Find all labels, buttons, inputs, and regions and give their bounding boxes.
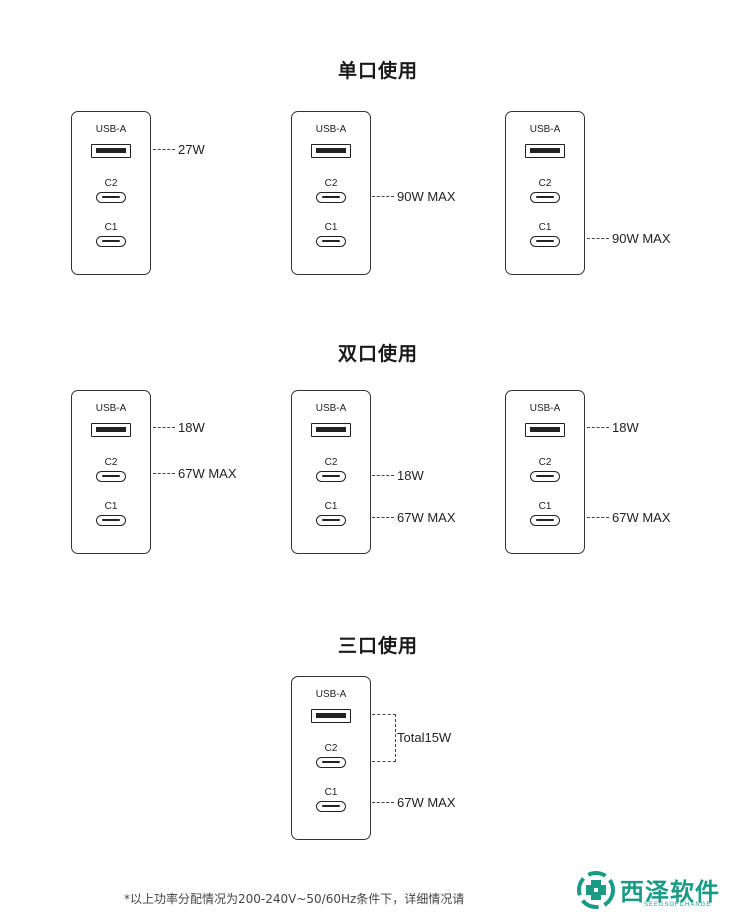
charger-diagram: USB-A C2 C1 [291,390,371,554]
port-label-c1: C1 [538,222,552,233]
callout-c1: 67W MAX [372,510,456,525]
section-title-single-port: 单口使用 [337,60,418,82]
power-value: 18W [397,468,424,483]
usb-c-port-icon [316,757,346,768]
total-bracket [372,714,396,762]
callout-c2: 18W [372,468,424,483]
watermark-logo: 西泽软件 SEEDSOFCHANGE [576,868,746,914]
port-label-c1: C1 [324,501,338,512]
power-value: 27W [178,142,205,157]
port-label-c2: C2 [104,178,118,189]
callout-usb-a: 18W [153,420,205,435]
charger-diagram: USB-A C2 C1 [71,111,151,275]
port-label-usb-a: USB-A [95,124,127,135]
callout-usb-a: 27W [153,142,205,157]
callout-c2: 90W MAX [372,189,456,204]
usb-a-port-icon [311,709,351,723]
callout-usb-a-c2-total: Total15W [397,730,451,745]
charger-diagram: USB-A C2 C1 [291,676,371,840]
watermark-name: 西泽软件 [620,878,720,906]
watermark-sub: SEEDSOFCHANGE [644,902,712,908]
power-value: 67W MAX [397,795,456,810]
power-value: 90W MAX [397,189,456,204]
charger-diagram: USB-A C2 C1 [505,111,585,275]
charger-diagram: USB-A C2 C1 [505,390,585,554]
usb-a-port-icon [525,144,565,158]
callout-c1: 90W MAX [587,231,671,246]
usb-c-port-icon [316,471,346,482]
usb-c-port-icon [530,192,560,203]
footnote: *以上功率分配情况为200-240V~50/60Hz条件下，详细情况请 [124,892,465,906]
port-label-c1: C1 [538,501,552,512]
power-value: 67W MAX [397,510,456,525]
brand-icon [577,871,615,909]
port-label-c2: C2 [324,743,338,754]
port-label-c1: C1 [324,787,338,798]
port-label-c2: C2 [324,457,338,468]
port-label-usb-a: USB-A [95,403,127,414]
usb-c-port-icon [316,515,346,526]
power-value: 90W MAX [612,231,671,246]
usb-c-port-icon [530,471,560,482]
usb-c-port-icon [530,236,560,247]
usb-c-port-icon [96,471,126,482]
section-title-triple-port: 三口使用 [337,635,418,657]
usb-a-port-icon [311,144,351,158]
power-value: 18W [178,420,205,435]
callout-usb-a: 18W [587,420,639,435]
port-label-usb-a: USB-A [529,124,561,135]
port-label-usb-a: USB-A [315,403,347,414]
power-value: 67W MAX [612,510,671,525]
power-value: 67W MAX [178,466,237,481]
usb-a-port-icon [91,423,131,437]
port-label-usb-a: USB-A [315,689,347,700]
usb-c-port-icon [530,515,560,526]
port-label-c2: C2 [538,457,552,468]
port-label-c2: C2 [538,178,552,189]
port-label-c2: C2 [104,457,118,468]
callout-c1: 67W MAX [587,510,671,525]
port-label-c1: C1 [104,501,118,512]
usb-c-port-icon [96,236,126,247]
charger-diagram: USB-A C2 C1 [291,111,371,275]
section-title-dual-port: 双口使用 [337,343,418,365]
power-value: Total15W [397,730,452,745]
usb-c-port-icon [316,801,346,812]
port-label-usb-a: USB-A [315,124,347,135]
usb-c-port-icon [96,192,126,203]
port-label-c2: C2 [324,178,338,189]
callout-c1: 67W MAX [372,795,456,810]
callout-c2: 67W MAX [153,466,237,481]
usb-c-port-icon [96,515,126,526]
port-label-usb-a: USB-A [529,403,561,414]
usb-c-port-icon [316,192,346,203]
usb-a-port-icon [311,423,351,437]
charger-diagram: USB-A C2 C1 [71,390,151,554]
usb-a-port-icon [91,144,131,158]
usb-a-port-icon [525,423,565,437]
usb-c-port-icon [316,236,346,247]
power-value: 18W [612,420,639,435]
port-label-c1: C1 [324,222,338,233]
port-label-c1: C1 [104,222,118,233]
